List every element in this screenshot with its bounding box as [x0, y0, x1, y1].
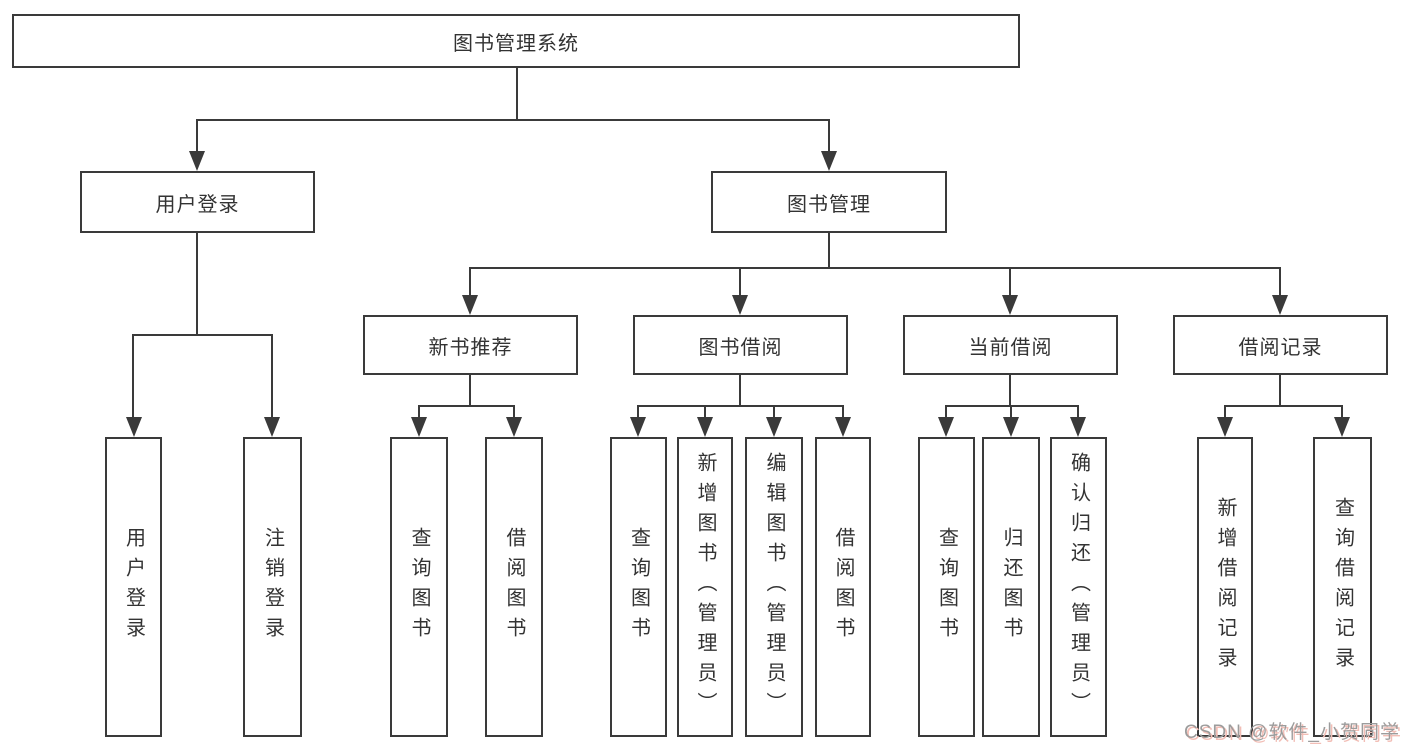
- node-current-borrow-label: 当前借阅: [968, 336, 1053, 359]
- connector-stem-leaf: [773, 405, 775, 421]
- leaf-add-borrow-record-label: 新增借阅记录: [1214, 497, 1236, 677]
- leaf-edit-book-admin-label: 编辑图书（管理员）: [763, 452, 785, 722]
- arrow-down-icon: [1334, 417, 1350, 437]
- connector-newrec-trunk: [469, 375, 471, 406]
- connector-borrowrecord-trunk: [1279, 375, 1281, 406]
- connector-stem-leaf: [1077, 405, 1079, 421]
- leaf-query-borrow-record: 查询借阅记录: [1313, 437, 1372, 737]
- connector-book-management-trunk: [828, 233, 830, 269]
- leaf-query-book-borrow: 查询图书: [610, 437, 667, 737]
- arrow-down-icon: [732, 295, 748, 315]
- connector-stem-leaf: [945, 405, 947, 421]
- leaf-add-borrow-record: 新增借阅记录: [1197, 437, 1253, 737]
- leaf-query-book-borrow-label: 查询图书: [627, 527, 650, 647]
- node-library-system: 图书管理系统: [12, 14, 1020, 68]
- connector-level1-split: [197, 119, 830, 121]
- connector-stem-leaf: [418, 405, 420, 421]
- arrow-down-icon: [938, 417, 954, 437]
- leaf-confirm-return-admin: 确认归还（管理员）: [1050, 437, 1107, 737]
- leaf-borrow-book-newrec-label: 借阅图书: [503, 527, 525, 647]
- node-new-book-recommend: 新书推荐: [363, 315, 578, 375]
- connector-stem-leaf: [132, 334, 134, 422]
- leaf-query-borrow-record-label: 查询借阅记录: [1331, 497, 1354, 677]
- leaf-borrow-book-label: 借阅图书: [832, 527, 854, 647]
- node-book-borrow: 图书借阅: [633, 315, 848, 375]
- node-book-management-label: 图书管理: [787, 193, 871, 216]
- leaf-return-book: 归还图书: [982, 437, 1040, 737]
- leaf-logout-login-label: 注销登录: [261, 527, 284, 647]
- arrow-down-icon: [126, 417, 142, 437]
- leaf-query-book-current-label: 查询图书: [935, 527, 958, 647]
- arrow-down-icon: [766, 417, 782, 437]
- connector-newrec-split: [418, 405, 515, 407]
- connector-stem-leaf: [704, 405, 706, 421]
- node-library-system-label: 图书管理系统: [453, 32, 579, 55]
- leaf-confirm-return-admin-label: 确认归还（管理员）: [1067, 452, 1090, 722]
- connector-user-login-split: [132, 334, 272, 336]
- connector-currentborrow-trunk: [1009, 375, 1011, 406]
- leaf-borrow-book-newrec: 借阅图书: [485, 437, 543, 737]
- arrow-down-icon: [411, 417, 427, 437]
- node-borrow-record-label: 借阅记录: [1238, 336, 1323, 359]
- arrow-down-icon: [1272, 295, 1288, 315]
- leaf-add-book-admin-label: 新增图书（管理员）: [694, 452, 716, 722]
- node-user-login: 用户登录: [80, 171, 315, 233]
- leaf-user-login-label: 用户登录: [122, 527, 145, 647]
- leaf-query-book-newrec-label: 查询图书: [408, 527, 430, 647]
- arrow-down-icon: [506, 417, 522, 437]
- leaf-borrow-book: 借阅图书: [815, 437, 871, 737]
- connector-stem-leaf: [1010, 405, 1012, 421]
- connector-stem-bookborrow: [739, 267, 741, 299]
- arrow-down-icon: [462, 295, 478, 315]
- arrow-down-icon: [264, 417, 280, 437]
- arrow-down-icon: [1217, 417, 1233, 437]
- connector-stem-book-management: [828, 119, 830, 155]
- connector-stem-leaf: [637, 405, 639, 421]
- arrow-down-icon: [189, 151, 205, 171]
- connector-stem-newrec: [469, 267, 471, 299]
- leaf-add-book-admin: 新增图书（管理员）: [677, 437, 733, 737]
- leaf-user-login: 用户登录: [105, 437, 162, 737]
- node-book-borrow-label: 图书借阅: [698, 336, 783, 359]
- leaf-query-book-current: 查询图书: [918, 437, 975, 737]
- connector-stem-leaf: [271, 334, 273, 422]
- connector-borrowrecord-split: [1224, 405, 1343, 407]
- leaf-logout-login: 注销登录: [243, 437, 302, 737]
- node-book-management: 图书管理: [711, 171, 947, 233]
- connector-stem-leaf: [1224, 405, 1226, 421]
- connector-level3-split: [470, 267, 1281, 269]
- arrow-down-icon: [697, 417, 713, 437]
- connector-currentborrow-split: [945, 405, 1079, 407]
- arrow-down-icon: [1002, 295, 1018, 315]
- connector-stem-borrowrecord: [1279, 267, 1281, 299]
- leaf-return-book-label: 归还图书: [1000, 527, 1022, 647]
- node-user-login-label: 用户登录: [155, 193, 240, 216]
- arrow-down-icon: [821, 151, 837, 171]
- node-borrow-record: 借阅记录: [1173, 315, 1388, 375]
- leaf-query-book-newrec: 查询图书: [390, 437, 448, 737]
- node-current-borrow: 当前借阅: [903, 315, 1118, 375]
- connector-stem-leaf: [1341, 405, 1343, 421]
- connector-stem-user-login: [196, 119, 198, 155]
- arrow-down-icon: [835, 417, 851, 437]
- arrow-down-icon: [1003, 417, 1019, 437]
- connector-stem-currentborrow: [1009, 267, 1011, 299]
- arrow-down-icon: [1070, 417, 1086, 437]
- connector-stem-leaf: [842, 405, 844, 421]
- connector-root-trunk: [516, 68, 518, 120]
- connector-bookborrow-split: [637, 405, 844, 407]
- connector-stem-leaf: [513, 405, 515, 421]
- node-new-book-recommend-label: 新书推荐: [428, 336, 513, 359]
- connector-bookborrow-trunk: [739, 375, 741, 406]
- watermark: CSDN @软件_小贺同学: [1184, 722, 1400, 743]
- arrow-down-icon: [630, 417, 646, 437]
- leaf-edit-book-admin: 编辑图书（管理员）: [745, 437, 803, 737]
- connector-user-login-trunk: [196, 233, 198, 335]
